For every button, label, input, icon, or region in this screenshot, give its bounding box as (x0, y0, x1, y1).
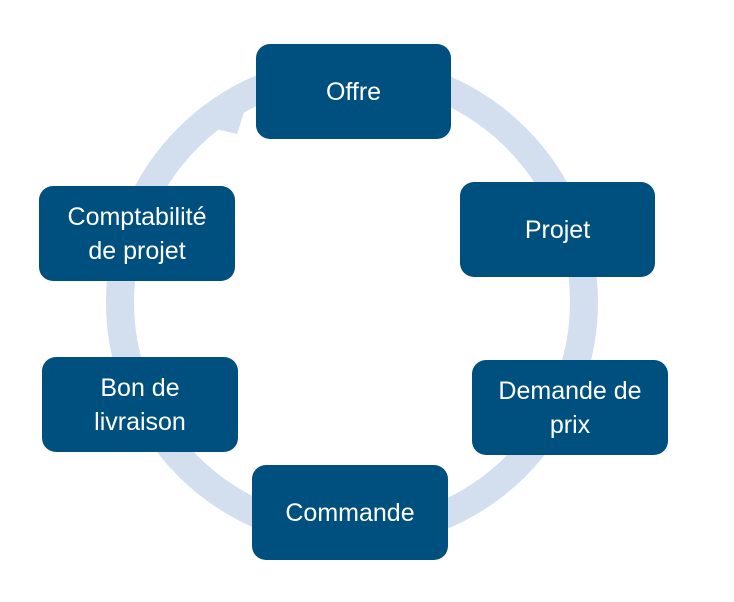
node-compta-line-1: Comptabilité (67, 202, 207, 231)
node-projet: Projet (460, 182, 655, 277)
node-livraison-line-2: livraison (94, 407, 186, 436)
node-comptabilite-de-projet: Comptabilité de projet (39, 186, 235, 281)
node-compta-line-2: de projet (88, 236, 186, 265)
node-projet-line-1: Projet (524, 215, 591, 244)
node-offre-line-1: Offre (325, 77, 382, 106)
node-offre: Offre (256, 44, 451, 139)
node-commande-line-1: Commande (285, 498, 415, 527)
cycle-arrowhead (199, 84, 253, 134)
node-demande-de-prix: Demande de prix (472, 360, 668, 455)
node-bon-de-livraison: Bon de livraison (42, 357, 238, 452)
node-livraison-line-1: Bon de (100, 373, 180, 402)
node-demande-line-1: Demande de (498, 376, 642, 405)
node-demande-line-2: prix (549, 410, 591, 439)
node-commande: Commande (252, 465, 448, 560)
